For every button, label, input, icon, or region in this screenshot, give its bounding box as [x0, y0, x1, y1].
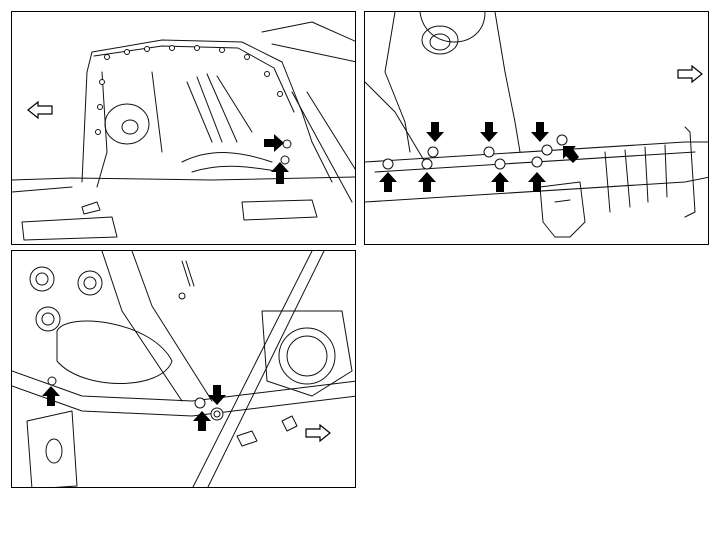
bolt-arrow-icon	[208, 385, 226, 405]
diagram-panel-2	[364, 11, 709, 245]
bolt-arrow-icon	[563, 146, 579, 163]
bolt-arrow-group	[379, 122, 579, 192]
panel-1-drawing	[12, 21, 355, 241]
front-direction-arrow-icon	[677, 64, 703, 84]
bolt-arrow-icon	[42, 386, 60, 406]
bolt-arrow-icon	[193, 411, 211, 431]
bolt-arrow-icon	[426, 122, 444, 142]
diagram-panel-3	[11, 250, 356, 488]
panel-2-drawing	[365, 12, 708, 238]
bolt-arrow-icon	[528, 172, 546, 192]
bolt-arrow-icon	[491, 172, 509, 192]
flange-holes	[95, 45, 283, 135]
front-direction-arrow-icon	[305, 423, 331, 443]
panel-3-drawing	[12, 251, 355, 487]
bolt-arrow-icon	[418, 172, 436, 192]
bolt-arrow-icon	[271, 162, 289, 184]
bolt-arrow-icon	[264, 134, 284, 152]
bolt-heads	[382, 134, 568, 170]
bolt-arrow-icon	[480, 122, 498, 142]
bolt-arrow-icon	[379, 172, 397, 192]
bolt-arrow-icon	[531, 122, 549, 142]
front-direction-arrow-icon	[27, 100, 53, 120]
diagram-panel-1	[11, 11, 356, 245]
